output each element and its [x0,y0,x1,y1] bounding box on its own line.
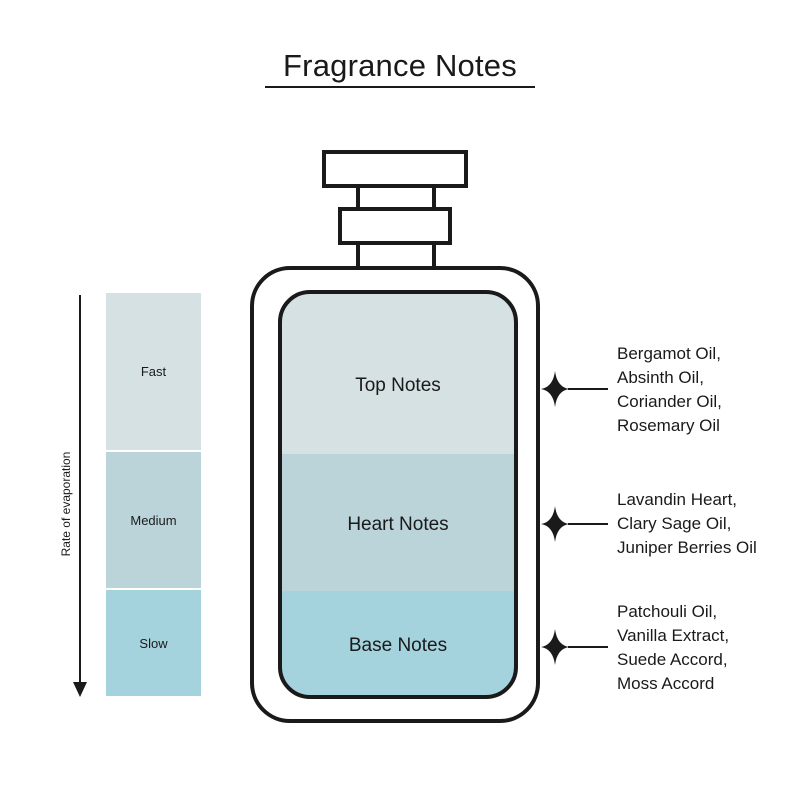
bottle-neck-lower [356,241,436,271]
layer-label-top: Top Notes [355,375,441,396]
ingredient-item: Lavandin Heart, [617,490,738,509]
rate-bar-fast: Fast [106,293,201,450]
ingredient-item: Clary Sage Oil, [617,514,732,533]
ingredient-item: Vanilla Extract, [617,626,730,645]
ingredient-item: Rosemary Oil [617,416,720,435]
bottle-cap [322,150,468,188]
ingredients-base: Patchouli Oil, Vanilla Extract, Suede Ac… [617,600,729,696]
rate-bar-slow: Slow [106,590,201,696]
sparkle-icon [541,371,569,407]
ingredients-top: Bergamot Oil, Absinth Oil, Coriander Oil… [617,342,722,438]
ingredient-item: Absinth Oil, [617,368,704,387]
layer-base-notes [280,591,516,697]
ingredients-heart: Lavandin Heart, Clary Sage Oil, Juniper … [617,488,757,560]
diagram-title: Fragrance Notes [283,48,517,83]
title-underline [265,86,535,88]
sparkle-icon [541,506,569,542]
bottle-inner-outline [278,290,518,699]
rate-bar-medium: Medium [106,452,201,588]
layer-heart-notes [280,454,516,591]
layer-top-notes [280,292,516,454]
bottle-neck [356,184,436,211]
bottle-collar [338,207,452,245]
rate-bar-label: Fast [140,364,167,379]
ingredient-item: Moss Accord [617,674,715,693]
rate-bar-label: Medium [130,512,177,528]
ingredient-item: Coriander Oil, [617,392,722,411]
sparkle-icon [541,629,569,665]
ingredient-item: Suede Accord, [617,650,728,669]
layer-label-heart: Heart Notes [347,514,449,535]
layer-label-base: Base Notes [348,635,448,656]
ingredient-item: Patchouli Oil, [617,602,718,621]
rate-bar-label: Slow [139,635,168,651]
ingredient-item: Bergamot Oil, [617,344,721,363]
ingredient-item: Juniper Berries Oil [617,538,757,557]
